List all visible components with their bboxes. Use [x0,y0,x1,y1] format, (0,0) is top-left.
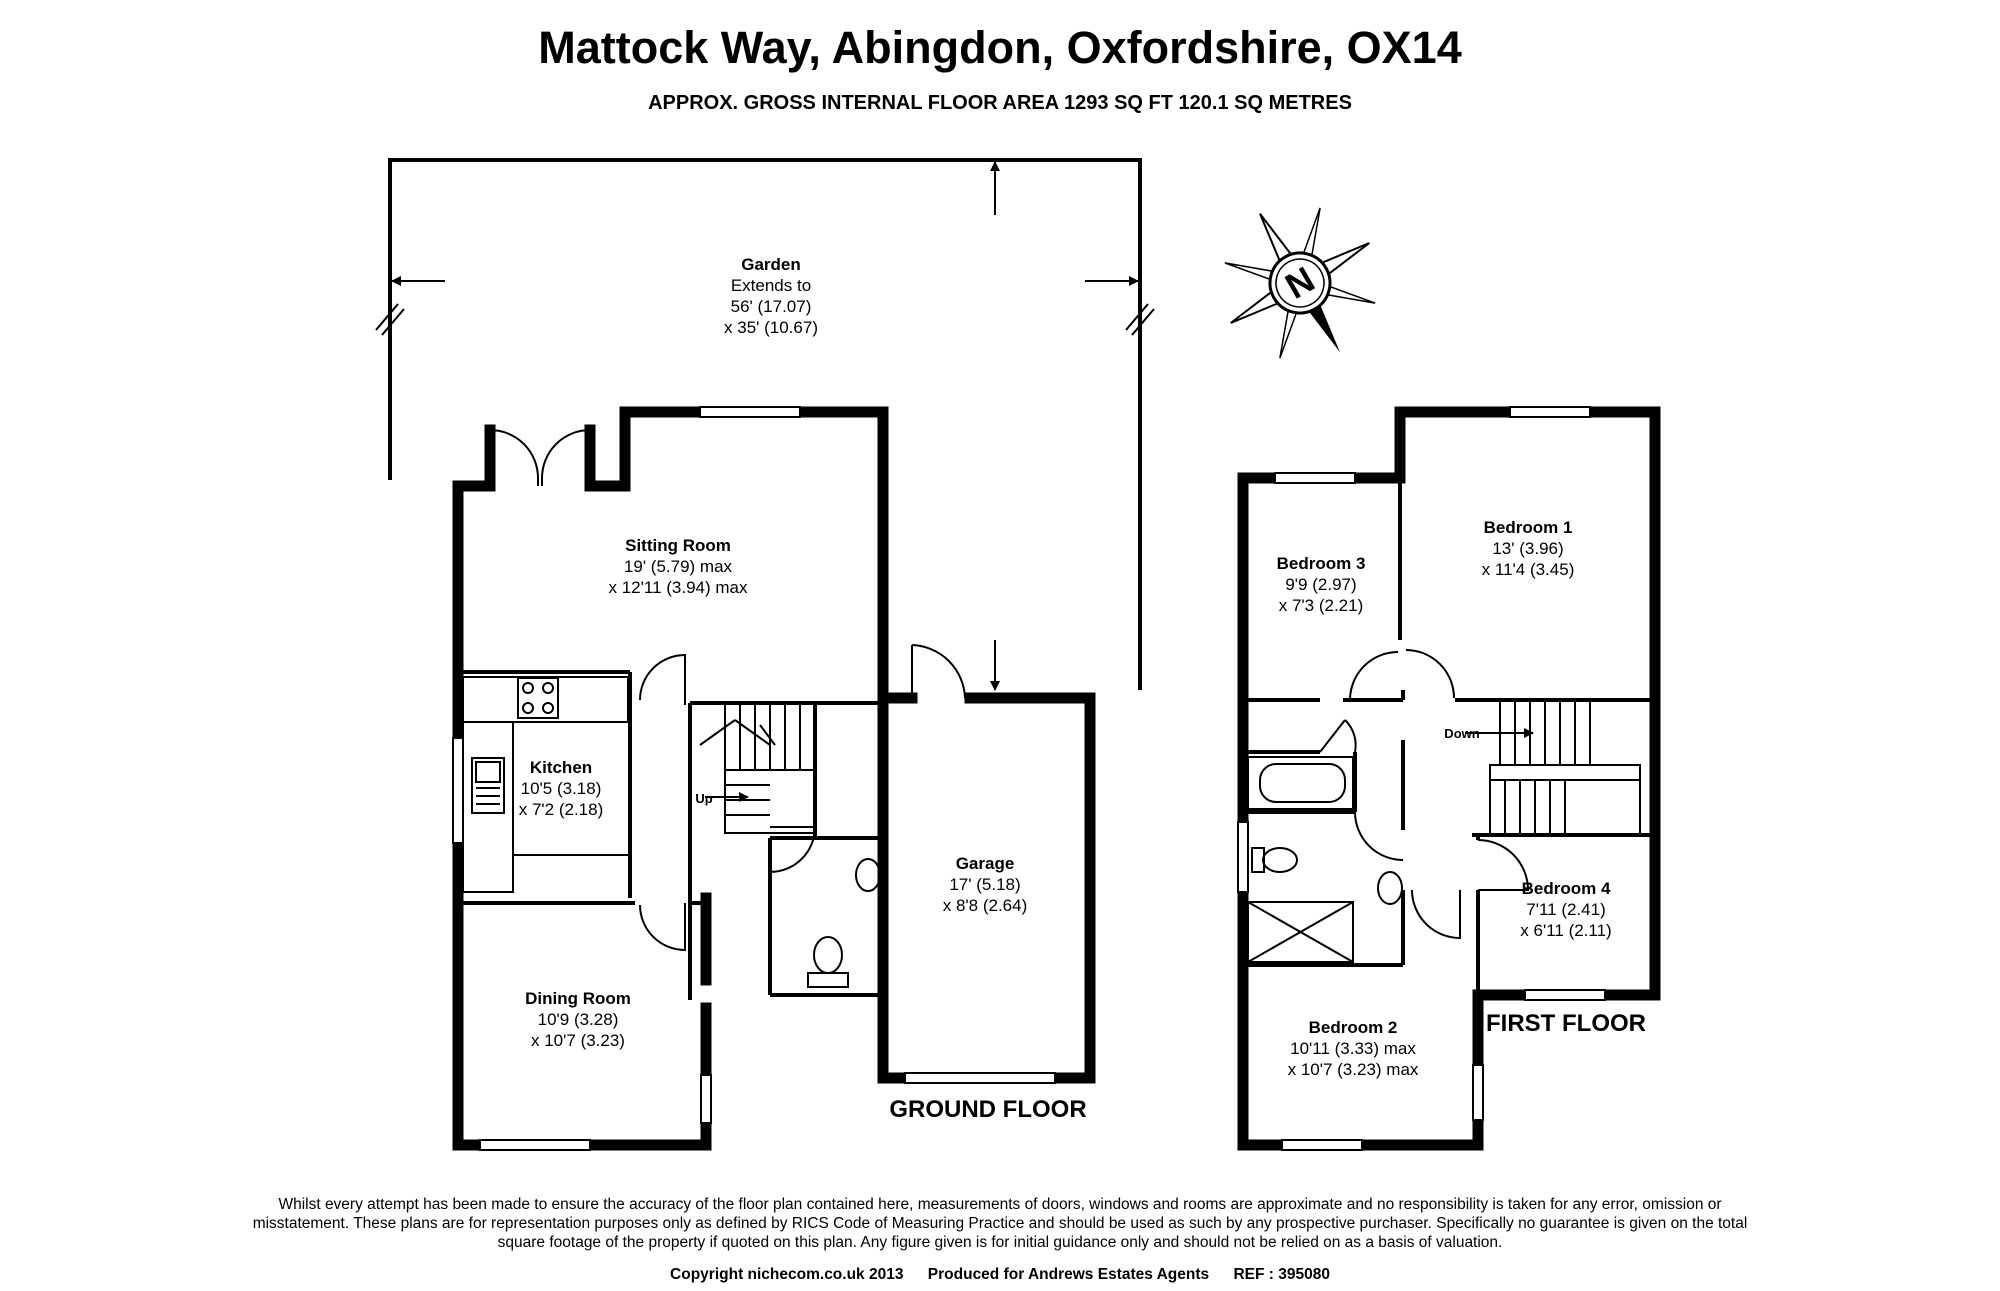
ground-floor-doors [489,429,966,952]
ground-stairs [705,702,816,834]
copyright-line: Copyright nichecom.co.uk 2013 Produced f… [660,1266,1340,1284]
bedroom-4-name: Bedroom 4 [1521,879,1611,898]
bedroom-2-name: Bedroom 2 [1308,1018,1398,1037]
produced-for-text: Produced for Andrews Estates Agents [927,1266,1210,1283]
first-floor-doors [1319,649,1530,940]
dining-room-name: Dining Room [525,989,631,1008]
garden-dim-3: x 35' (10.67) [724,318,818,337]
bedroom-3-name: Bedroom 3 [1276,554,1366,573]
page-title: Mattock Way, Abingdon, Oxfordshire, OX14 [538,22,1462,73]
bedroom-2-dim-1: 10'11 (3.33) max [1290,1039,1416,1058]
garage-label: Garage 17' (5.18) x 8'8 (2.64) [943,853,1028,916]
bedroom-4-dim-1: 7'11 (2.41) [1526,900,1606,919]
kitchen-fittings [462,676,631,893]
bedroom-3-dim-1: 9'9 (2.97) [1285,575,1357,594]
compass-rose [1224,207,1376,359]
garage-dim-2: x 8'8 (2.64) [942,896,1028,915]
copyright-text: Copyright nichecom.co.uk 2013 [670,1266,904,1283]
kitchen-label: Kitchen 10'5 (3.18) x 7'2 (2.18) [519,757,604,820]
sitting-room-dim-2: x 12'11 (3.94) max [608,578,748,597]
garage-name: Garage [955,854,1015,873]
dining-room-dim-1: 10'9 (3.28) [537,1010,619,1029]
bedroom-4-dim-2: x 6'11 (2.11) [1520,921,1612,940]
bathroom-fittings [1247,756,1403,963]
kitchen-dim-1: 10'5 (3.18) [520,779,602,798]
garden-name: Garden [741,255,801,274]
dining-room-label: Dining Room 10'9 (3.28) x 10'7 (3.23) [525,988,631,1051]
bedroom-1-dim-1: 13' (3.96) [1492,539,1564,558]
bedroom-2-label: Bedroom 2 10'11 (3.33) max x 10'7 (3.23)… [1288,1017,1419,1080]
bedroom-1-name: Bedroom 1 [1483,518,1573,537]
garden-outline [388,158,1142,690]
garden-dim-1: Extends to [730,276,812,295]
sitting-room-dim-1: 19' (5.79) max [623,557,733,576]
bedroom-4-label: Bedroom 4 7'11 (2.41) x 6'11 (2.11) [1520,878,1611,941]
ground-floor-windows [452,406,1056,1151]
sitting-room-name: Sitting Room [625,536,731,555]
floor-area-subtitle: APPROX. GROSS INTERNAL FLOOR AREA 1293 S… [648,92,1352,114]
dining-room-dim-2: x 10'7 (3.23) [531,1031,625,1050]
ground-floor-label: GROUND FLOOR [889,1096,1087,1123]
garden-dim-2: 56' (17.07) [730,297,812,316]
first-floor-label: FIRST FLOOR [1486,1010,1646,1037]
bedroom-3-dim-2: x 7'3 (2.21) [1278,596,1364,615]
bedroom-1-dim-2: x 11'4 (3.45) [1481,560,1575,579]
wc-fittings [807,858,881,988]
garden-boundary-breaks [375,303,1155,336]
kitchen-name: Kitchen [529,758,593,777]
first-floor-stairs [1465,700,1641,836]
bedroom-2-dim-2: x 10'7 (3.23) max [1287,1060,1419,1079]
reference-text: REF : 395080 [1233,1266,1330,1283]
bedroom-1-label: Bedroom 1 13' (3.96) x 11'4 (3.45) [1482,517,1575,580]
garden-label: Garden Extends to 56' (17.07) x 35' (10.… [724,254,818,338]
kitchen-dim-2: x 7'2 (2.18) [518,800,604,819]
first-floor-windows [1237,406,1606,1151]
sitting-room-label: Sitting Room 19' (5.79) max x 12'11 (3.9… [609,535,748,598]
disclaimer-text: Whilst every attempt has been made to en… [252,1196,1748,1251]
bedroom-3-label: Bedroom 3 9'9 (2.97) x 7'3 (2.21) [1277,553,1366,616]
garage-dim-1: 17' (5.18) [949,875,1021,894]
stairs-up-label: Up [695,791,713,806]
garden-dimension-arrows [391,161,1139,691]
stairs-down-label: Down [1444,726,1480,741]
